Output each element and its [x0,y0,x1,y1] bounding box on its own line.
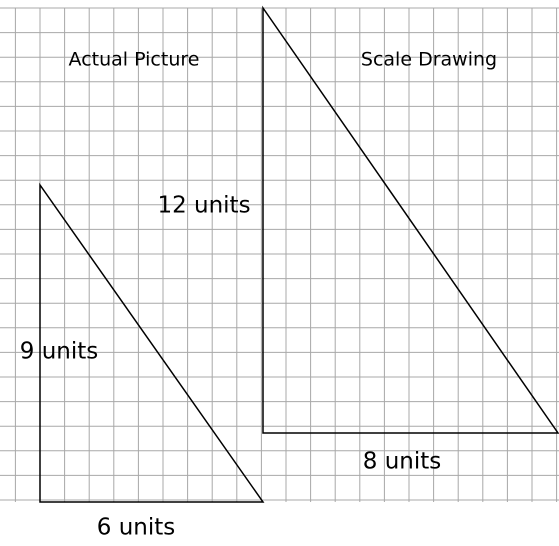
actual-picture-triangle [39,182,265,503]
actual-height-label: 9 units [20,339,99,365]
actual-picture-title: Actual Picture [69,49,200,71]
scale-base-label: 8 units [363,449,442,475]
scale-height-label: 12 units [157,193,250,219]
scale-drawing-triangle [262,5,559,434]
scale-drawing-title: Scale Drawing [361,49,497,71]
grid [0,7,559,502]
actual-base-label: 6 units [97,515,176,541]
